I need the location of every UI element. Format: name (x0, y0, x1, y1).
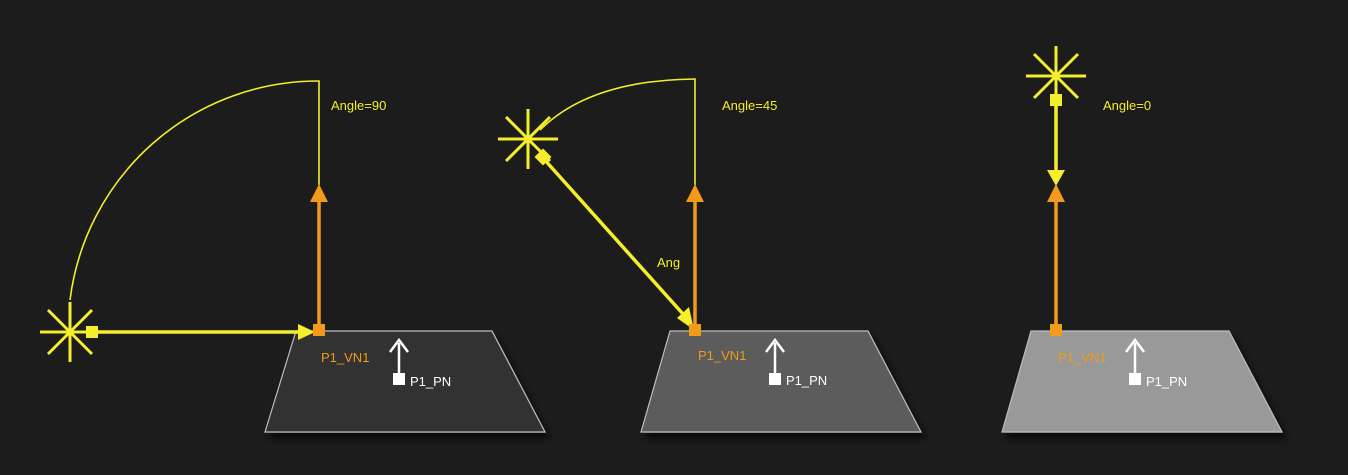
panel-angle-45: Angle=45 Ang P1_VN1 P1_PN (498, 78, 922, 433)
angle-arc (539, 78, 696, 185)
vertex-handle-icon[interactable] (689, 324, 701, 336)
vertex-label: P1_VN1 (698, 348, 746, 363)
vertex-normal-arrowhead (686, 184, 704, 202)
light-source-star-icon[interactable] (1026, 46, 1086, 106)
plane-normal-arrow-icon (1125, 337, 1145, 385)
plane (1001, 330, 1283, 433)
angle-arc (69, 80, 320, 301)
normal-label: P1_PN (786, 373, 827, 388)
light-source-star-icon[interactable] (498, 109, 558, 169)
vertex-normal-arrowhead (1047, 184, 1065, 202)
vertex-normal-arrowhead (310, 184, 328, 202)
panel-angle-0: Angle=0 P1_VN1 P1_PN (1001, 46, 1283, 433)
vertex-handle-icon[interactable] (1050, 324, 1062, 336)
light-handle-icon[interactable] (86, 326, 98, 338)
light-arrowhead (298, 324, 315, 340)
plane-normal-arrow-icon (389, 337, 409, 385)
plane-normal-arrow-icon (765, 337, 785, 385)
light-direction-line (541, 156, 685, 316)
angle-abbrev-label: Ang (657, 255, 680, 270)
normal-label: P1_PN (410, 374, 451, 389)
vertex-label: P1_VN1 (321, 350, 369, 365)
light-handle-icon[interactable] (534, 148, 552, 166)
light-handle-icon[interactable] (1050, 94, 1062, 106)
panel-angle-90: Angle=90 P1_VN1 P1_PN (40, 80, 546, 433)
angle-label: Angle=90 (331, 98, 386, 113)
vertex-handle-icon[interactable] (313, 324, 325, 336)
normal-label: P1_PN (1146, 374, 1187, 389)
angle-label: Angle=0 (1103, 98, 1151, 113)
angle-label: Angle=45 (722, 98, 777, 113)
vertex-label: P1_VN1 (1058, 350, 1106, 365)
light-arrowhead (1047, 170, 1065, 186)
